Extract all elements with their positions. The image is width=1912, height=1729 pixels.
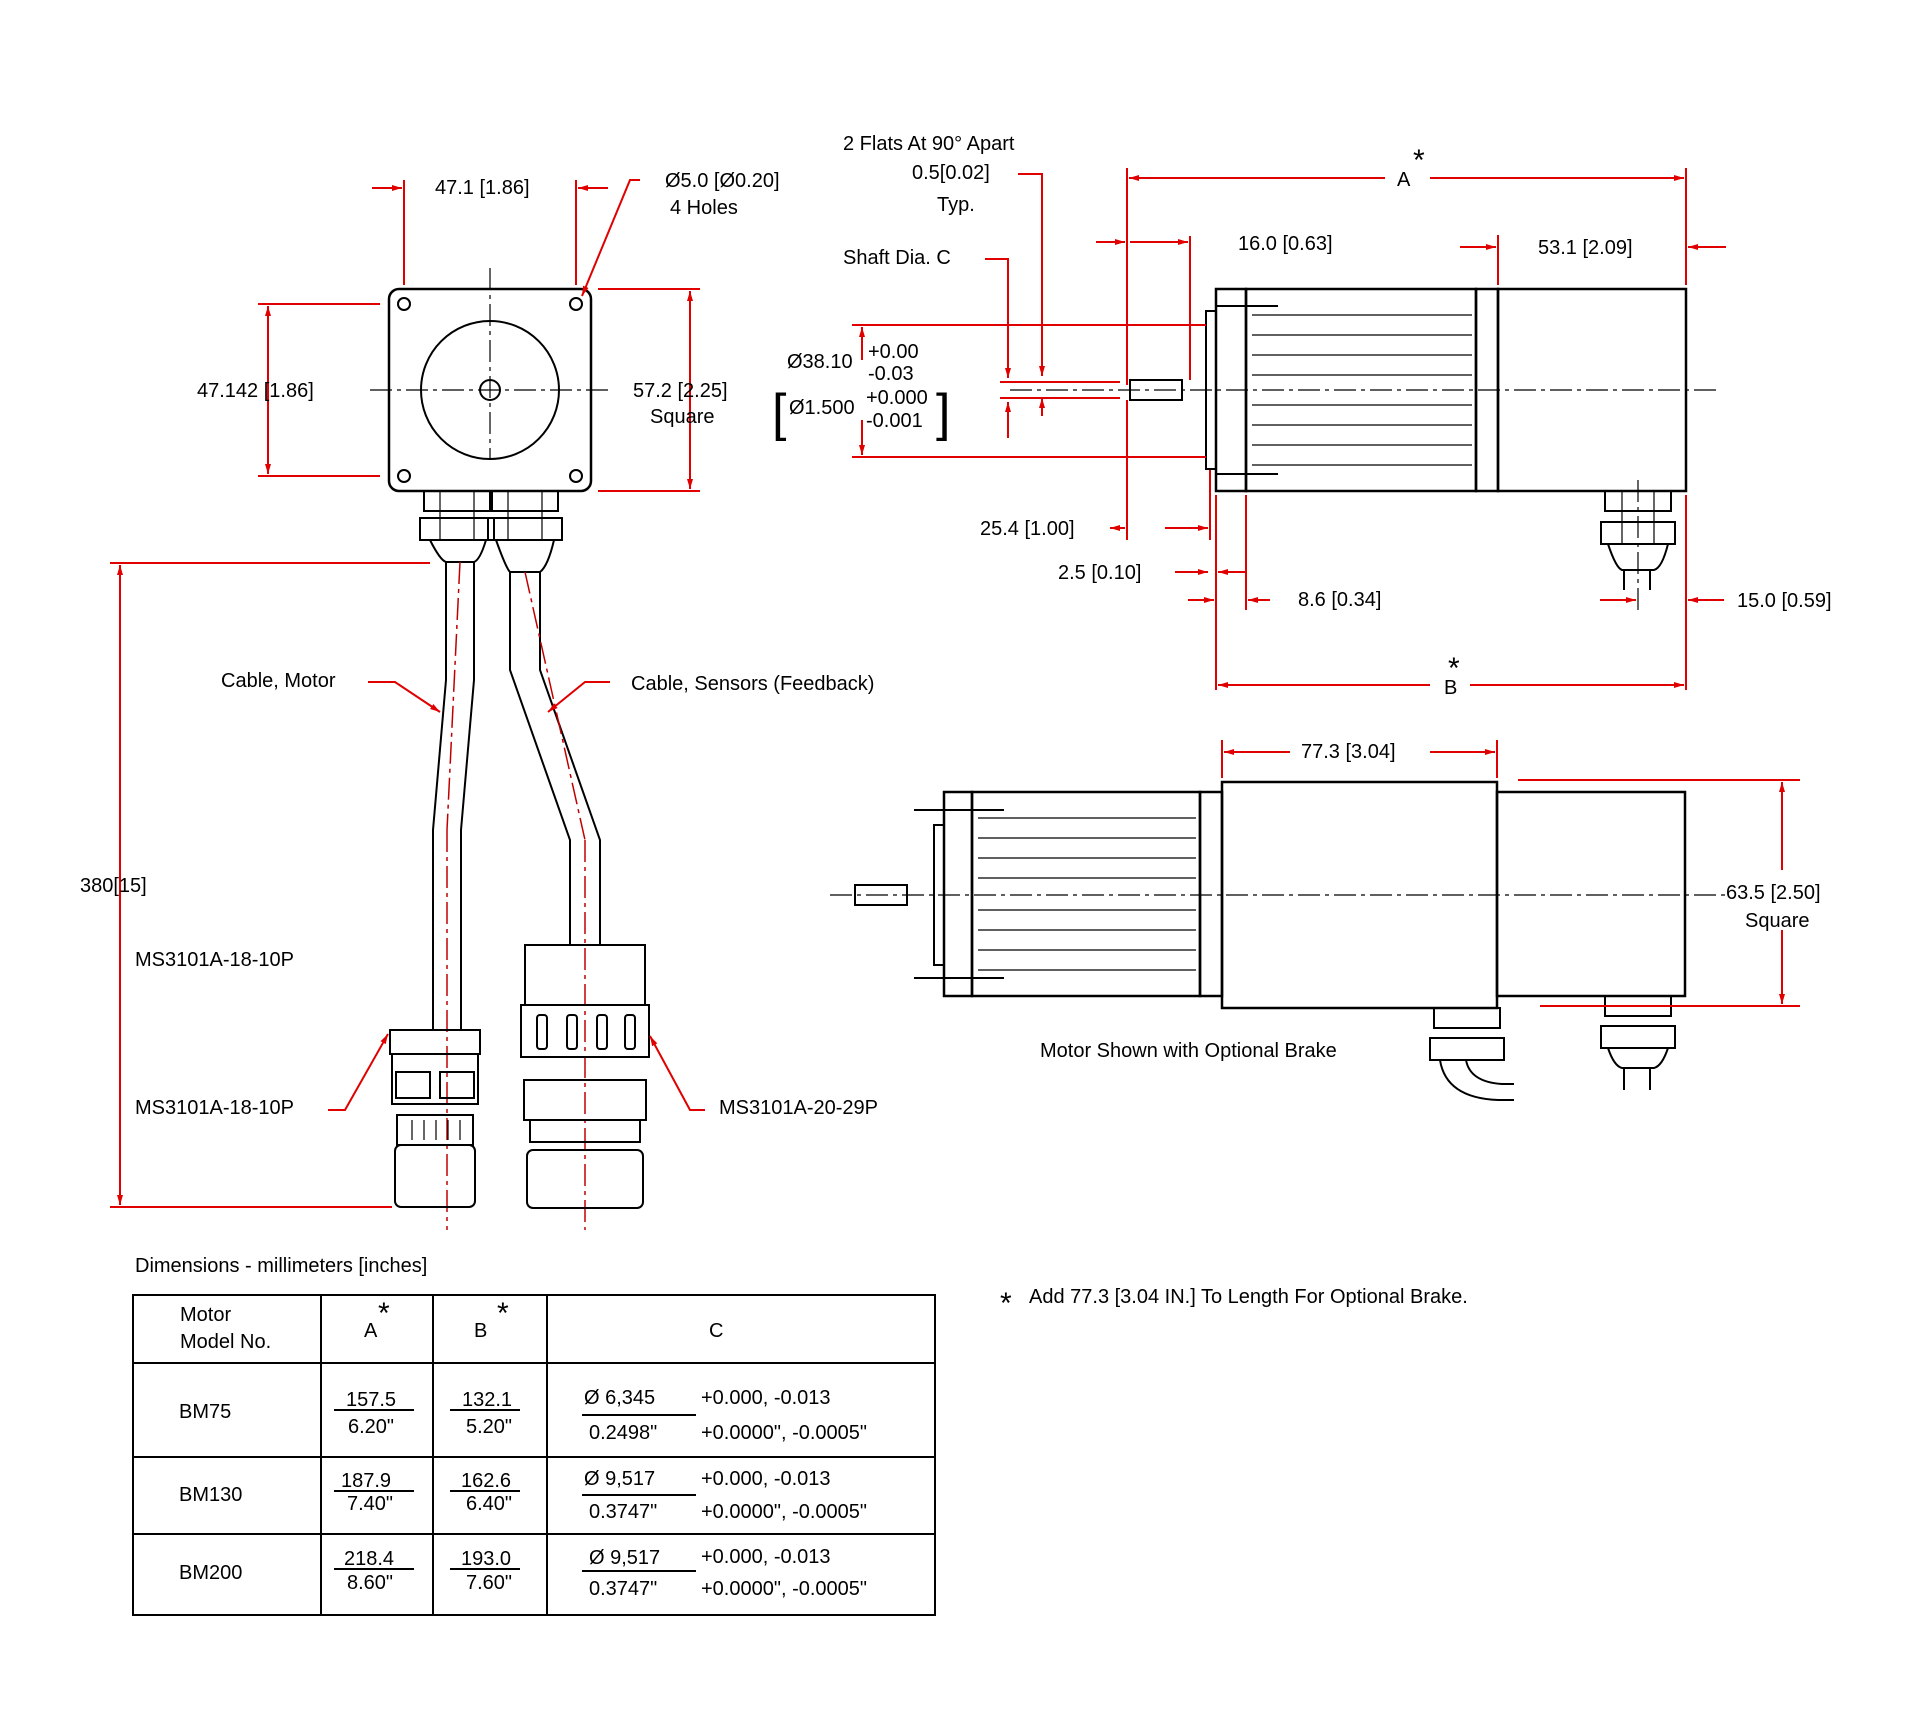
square-word-label: Square: [650, 406, 715, 428]
cable-motor-label: Cable, Motor: [221, 670, 336, 692]
note-asterisk: *: [1000, 1287, 1012, 1320]
flange-label: 8.6 [0.34]: [1298, 589, 1381, 611]
brake-caption: Motor Shown with Optional Brake: [1040, 1040, 1337, 1062]
row-b-mm: 162.6: [461, 1470, 511, 1492]
hole-dia-label: Ø5.0 [Ø0.20]: [665, 170, 780, 192]
dim-b-asterisk: *: [1448, 652, 1460, 685]
header-model-2: Model No.: [180, 1331, 271, 1353]
row-model: BM130: [179, 1484, 242, 1506]
front-view-dimensions: 47.1 [1.86] Ø5.0 [Ø0.20] 4 Holes 47.142 …: [80, 170, 878, 1208]
conn-motor-top-label: MS3101A-18-10P: [135, 949, 294, 971]
flats-typ-label: Typ.: [937, 194, 975, 216]
svg-text:]: ]: [936, 384, 950, 442]
row-c-tol-mm: +0.000, -0.013: [701, 1546, 831, 1568]
row-b-in: 5.20": [466, 1416, 512, 1438]
row-model: BM75: [179, 1401, 231, 1423]
row-b-mm: 193.0: [461, 1548, 511, 1570]
header-a: A: [364, 1320, 378, 1342]
brake-square-label: 63.5 [2.50]: [1726, 882, 1821, 904]
row-c-in: 0.3747": [589, 1578, 657, 1600]
flats-dim-label: 0.5[0.02]: [912, 162, 990, 184]
table-row: BM130 187.9 7.40" 162.6 6.40" Ø 9,517 0.…: [179, 1468, 867, 1523]
connector-motor: [389, 1029, 481, 1208]
row-c-tol-in: +0.0000", -0.0005": [701, 1422, 867, 1444]
rear-conn-label: 15.0 [0.59]: [1737, 590, 1832, 612]
header-a-asterisk: *: [378, 1297, 390, 1330]
header-model-1: Motor: [180, 1304, 231, 1326]
cable-sensors-label: Cable, Sensors (Feedback): [631, 673, 874, 695]
row-c-mm: Ø 6,345: [584, 1387, 655, 1409]
pilot-depth-label: 2.5 [0.10]: [1058, 562, 1141, 584]
row-b-mm: 132.1: [462, 1389, 512, 1411]
row-a-mm: 218.4: [344, 1548, 394, 1570]
table-row: BM75 157.5 6.20" 132.1 5.20" Ø 6,345 0.2…: [179, 1387, 867, 1444]
row-c-tol-in: +0.0000", -0.0005": [701, 1578, 867, 1600]
row-c-tol-mm: +0.000, -0.013: [701, 1468, 831, 1490]
pilot-in-label: Ø1.500: [789, 397, 855, 419]
svg-text:[: [: [772, 384, 787, 442]
pilot-in-plus: +0.000: [866, 387, 928, 409]
pilot-mm-plus: +0.00: [868, 341, 919, 363]
row-c-mm: Ø 9,517: [589, 1547, 660, 1569]
brake-view-dimensions: 77.3 [3.04] 63.5 [2.50] Square Motor Sho…: [1040, 740, 1821, 1062]
row-a-in: 6.20": [348, 1416, 394, 1438]
front-view: [370, 268, 610, 573]
connector-sensors: [520, 944, 650, 1209]
brake-view: [830, 780, 1730, 1101]
row-c-in: 0.2498": [589, 1422, 657, 1444]
row-a-in: 8.60": [347, 1572, 393, 1594]
pilot-in-minus: -0.001: [866, 410, 923, 432]
header-c: C: [709, 1320, 723, 1342]
rear-len-label: 53.1 [2.09]: [1538, 237, 1633, 259]
square-size-label: 57.2 [2.25]: [633, 380, 728, 402]
row-a-in: 7.40": [347, 1493, 393, 1515]
pilot-len-label: 25.4 [1.00]: [980, 518, 1075, 540]
row-c-tol-mm: +0.000, -0.013: [701, 1387, 831, 1409]
mounting-holes: [397, 297, 583, 483]
row-b-in: 6.40": [466, 1493, 512, 1515]
note-text: Add 77.3 [3.04 IN.] To Length For Option…: [1029, 1286, 1468, 1308]
row-c-in: 0.3747": [589, 1501, 657, 1523]
front-height-label: 47.142 [1.86]: [197, 380, 314, 402]
row-a-mm: 157.5: [346, 1389, 396, 1411]
dim-a-asterisk: *: [1413, 144, 1425, 177]
pilot-mm-minus: -0.03: [868, 363, 914, 385]
brake-len-label: 77.3 [3.04]: [1301, 741, 1396, 763]
flats-label: 2 Flats At 90° Apart: [843, 133, 1015, 155]
dim-b-label: B: [1444, 677, 1457, 699]
dimension-table: Dimensions - millimeters [inches] Motor …: [132, 1255, 936, 1616]
side-view-dimensions: A * 2 Flats At 90° Apart 0.5[0.02] Typ. …: [772, 133, 1832, 699]
hole-count-label: 4 Holes: [670, 197, 738, 219]
row-a-mm: 187.9: [341, 1470, 391, 1492]
row-c-mm: Ø 9,517: [584, 1468, 655, 1490]
pilot-mm-label: Ø38.10: [787, 351, 853, 373]
cable-motor: [432, 561, 475, 1230]
header-b: B: [474, 1320, 487, 1342]
table-row: BM200 218.4 8.60" 193.0 7.60" Ø 9,517 0.…: [179, 1546, 867, 1600]
front-width-label: 47.1 [1.86]: [435, 177, 530, 199]
row-b-in: 7.60": [466, 1572, 512, 1594]
side-view: [1010, 287, 1716, 610]
header-b-asterisk: *: [497, 1297, 509, 1330]
shaft-dia-label: Shaft Dia. C: [843, 247, 951, 269]
cable-sensors: [509, 571, 601, 1230]
conn-motor-bottom-label: MS3101A-18-10P: [135, 1097, 294, 1119]
cable-length-label: 380[15]: [80, 875, 147, 897]
units-title: Dimensions - millimeters [inches]: [135, 1255, 427, 1277]
dim-a-label: A: [1397, 169, 1411, 191]
shaft-len-label: 16.0 [0.63]: [1238, 233, 1333, 255]
row-c-tol-in: +0.0000", -0.0005": [701, 1501, 867, 1523]
brake-square-word: Square: [1745, 910, 1810, 932]
brake-note: * Add 77.3 [3.04 IN.] To Length For Opti…: [1000, 1286, 1468, 1320]
conn-sensor-label: MS3101A-20-29P: [719, 1097, 878, 1119]
row-model: BM200: [179, 1562, 242, 1584]
